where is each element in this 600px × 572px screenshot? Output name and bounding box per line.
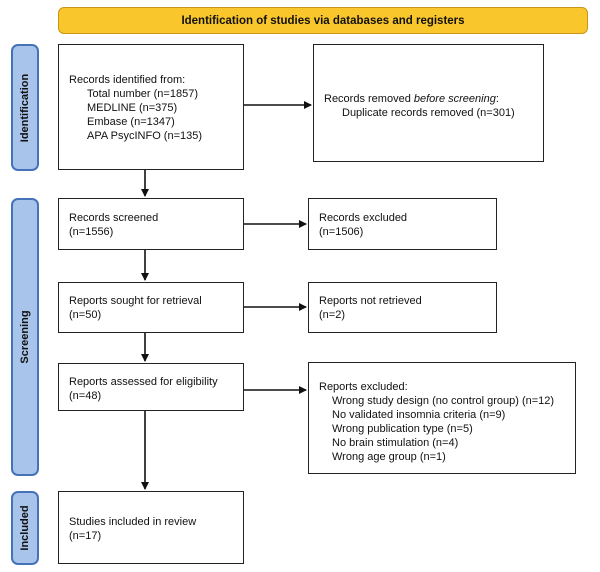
records-screened-box: Records screened (n=1556) bbox=[58, 198, 244, 250]
reports-sought-label: Reports sought for retrieval bbox=[69, 295, 202, 307]
phase-screening: Screening bbox=[11, 198, 39, 476]
records-screened-label: Records screened bbox=[69, 212, 159, 224]
phase-identification: Identification bbox=[11, 44, 39, 171]
records-excluded-label: Records excluded bbox=[319, 212, 408, 224]
records-excluded-count: (n=1506) bbox=[319, 226, 364, 238]
studies-included-count: (n=17) bbox=[69, 530, 102, 542]
reports-not-retrieved-label: Reports not retrieved bbox=[319, 295, 422, 307]
reports-assessed-box: Reports assessed for eligibility (n=48) bbox=[58, 363, 244, 411]
exclusion-reason: No validated insomnia criteria (n=9) bbox=[332, 409, 506, 421]
exclusion-reason: Wrong age group (n=1) bbox=[332, 451, 446, 463]
records-identified-item: APA PsycINFO (n=135) bbox=[87, 130, 203, 142]
records-removed-item: Duplicate records removed (n=301) bbox=[342, 107, 515, 119]
banner-title: Identification of studies via databases … bbox=[181, 14, 465, 27]
reports-assessed-label: Reports assessed for eligibility bbox=[69, 376, 218, 388]
records-excluded-box: Records excluded (n=1506) bbox=[308, 198, 497, 250]
reports-not-retrieved-count: (n=2) bbox=[319, 309, 345, 321]
records-removed-box: Records removed before screening: Duplic… bbox=[313, 44, 544, 162]
reports-excluded-box: Reports excluded: Wrong study design (no… bbox=[308, 362, 576, 474]
records-identified-heading: Records identified from: bbox=[69, 74, 186, 86]
reports-excluded-heading: Reports excluded: bbox=[319, 381, 408, 393]
exclusion-reason: Wrong publication type (n=5) bbox=[332, 423, 473, 435]
records-removed-heading: Records removed before screening: bbox=[324, 93, 499, 105]
exclusion-reason: No brain stimulation (n=4) bbox=[332, 437, 459, 449]
reports-sought-count: (n=50) bbox=[69, 309, 102, 321]
reports-not-retrieved-box: Reports not retrieved (n=2) bbox=[308, 282, 497, 333]
exclusion-reason: Wrong study design (no control group) (n… bbox=[332, 395, 555, 407]
phase-included: Included bbox=[11, 491, 39, 565]
reports-sought-box: Reports sought for retrieval (n=50) bbox=[58, 282, 244, 333]
reports-assessed-count: (n=48) bbox=[69, 390, 102, 402]
records-identified-item: MEDLINE (n=375) bbox=[87, 102, 178, 114]
records-screened-count: (n=1556) bbox=[69, 226, 114, 238]
studies-included-label: Studies included in review bbox=[69, 516, 197, 528]
studies-included-box: Studies included in review (n=17) bbox=[58, 491, 244, 564]
diagram-banner: Identification of studies via databases … bbox=[58, 7, 588, 34]
records-identified-box: Records identified from: Total number (n… bbox=[58, 44, 244, 170]
records-identified-item: Embase (n=1347) bbox=[87, 116, 175, 128]
records-identified-item: Total number (n=1857) bbox=[87, 88, 198, 100]
